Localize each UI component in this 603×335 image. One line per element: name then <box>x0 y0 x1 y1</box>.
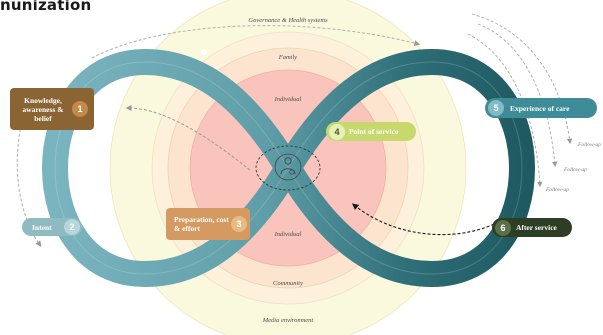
step-4-label: Point of service <box>349 127 399 136</box>
step-1-knowledge[interactable]: Knowledge, awareness & belief 1 <box>10 88 94 130</box>
step-6-number: 6 <box>495 219 511 236</box>
step-5-experience-of-care[interactable]: 5 Experience of care <box>485 98 597 118</box>
ring-label-individual-top: Individual <box>274 96 302 103</box>
ring-label-governance: Governance & Health systems <box>248 17 328 24</box>
flow-arrow-after-service <box>351 203 495 236</box>
step-6-after-service[interactable]: 6 After service <box>492 218 572 237</box>
follow-up-label-2: Follow-up <box>563 167 587 173</box>
ring-label-community: Community <box>273 280 303 287</box>
follow-up-arc-3 <box>467 33 543 188</box>
step-2-label: Intent <box>32 222 52 232</box>
step-4-number: 4 <box>329 123 345 140</box>
step-3-label: Preparation, cost & effort <box>174 215 229 233</box>
journey-loop <box>42 49 535 287</box>
step-1-number: 1 <box>72 101 88 117</box>
ring-label-individual-bottom: Individual <box>274 231 302 238</box>
ring-label-media: Media environment <box>262 317 314 324</box>
step-3-number: 3 <box>231 216 247 232</box>
follow-up-label-3: Follow-up <box>545 187 569 193</box>
step-2-number: 2 <box>64 219 80 235</box>
step-5-number: 5 <box>488 100 504 116</box>
step-5-label: Experience of care <box>510 103 570 113</box>
follow-up-arc-2 <box>477 23 558 168</box>
loop-marker-dot <box>201 49 207 55</box>
step-1-label: Knowledge, awareness & belief <box>22 95 64 123</box>
step-2-intent[interactable]: Intent 2 <box>22 218 82 236</box>
ring-label-family: Family <box>278 54 298 61</box>
step-3-preparation[interactable]: Preparation, cost & effort 3 <box>166 208 250 240</box>
follow-up-label-1: Follow-up <box>577 142 601 148</box>
flow-arrow-inner-left <box>125 105 251 171</box>
step-4-point-of-service[interactable]: 4 Point of service <box>326 122 416 141</box>
step-6-label: After service <box>516 223 557 232</box>
page-title: nunization <box>0 0 92 14</box>
person-icon <box>255 145 321 191</box>
